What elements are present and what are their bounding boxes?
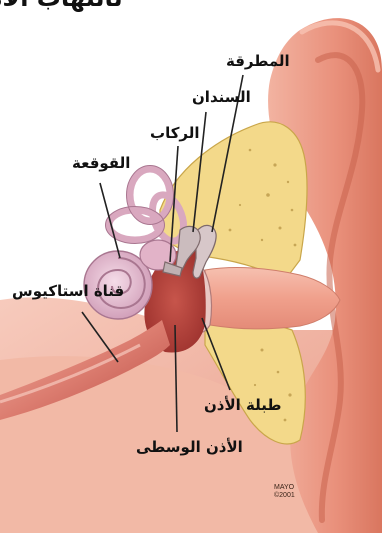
label-eustachian-tube: قناة استاكيوس [12,284,124,299]
label-anvil: السندان [192,90,251,105]
label-middle-ear: الأذن الوسطى [136,440,243,455]
page-title: تالتهاب الأذ [0,0,123,10]
label-cochlea: القوقعة [72,156,130,171]
label-stirrup: الركاب [150,126,200,141]
label-hammer: المطرقة [226,54,290,69]
label-eardrum: طبلة الأذن [204,398,282,413]
credit-line-1: MAYO [274,484,295,492]
ear-canal [205,268,340,329]
credit-line-2: ©2001 [274,492,295,500]
mayo-credit: MAYO ©2001 [274,484,295,499]
